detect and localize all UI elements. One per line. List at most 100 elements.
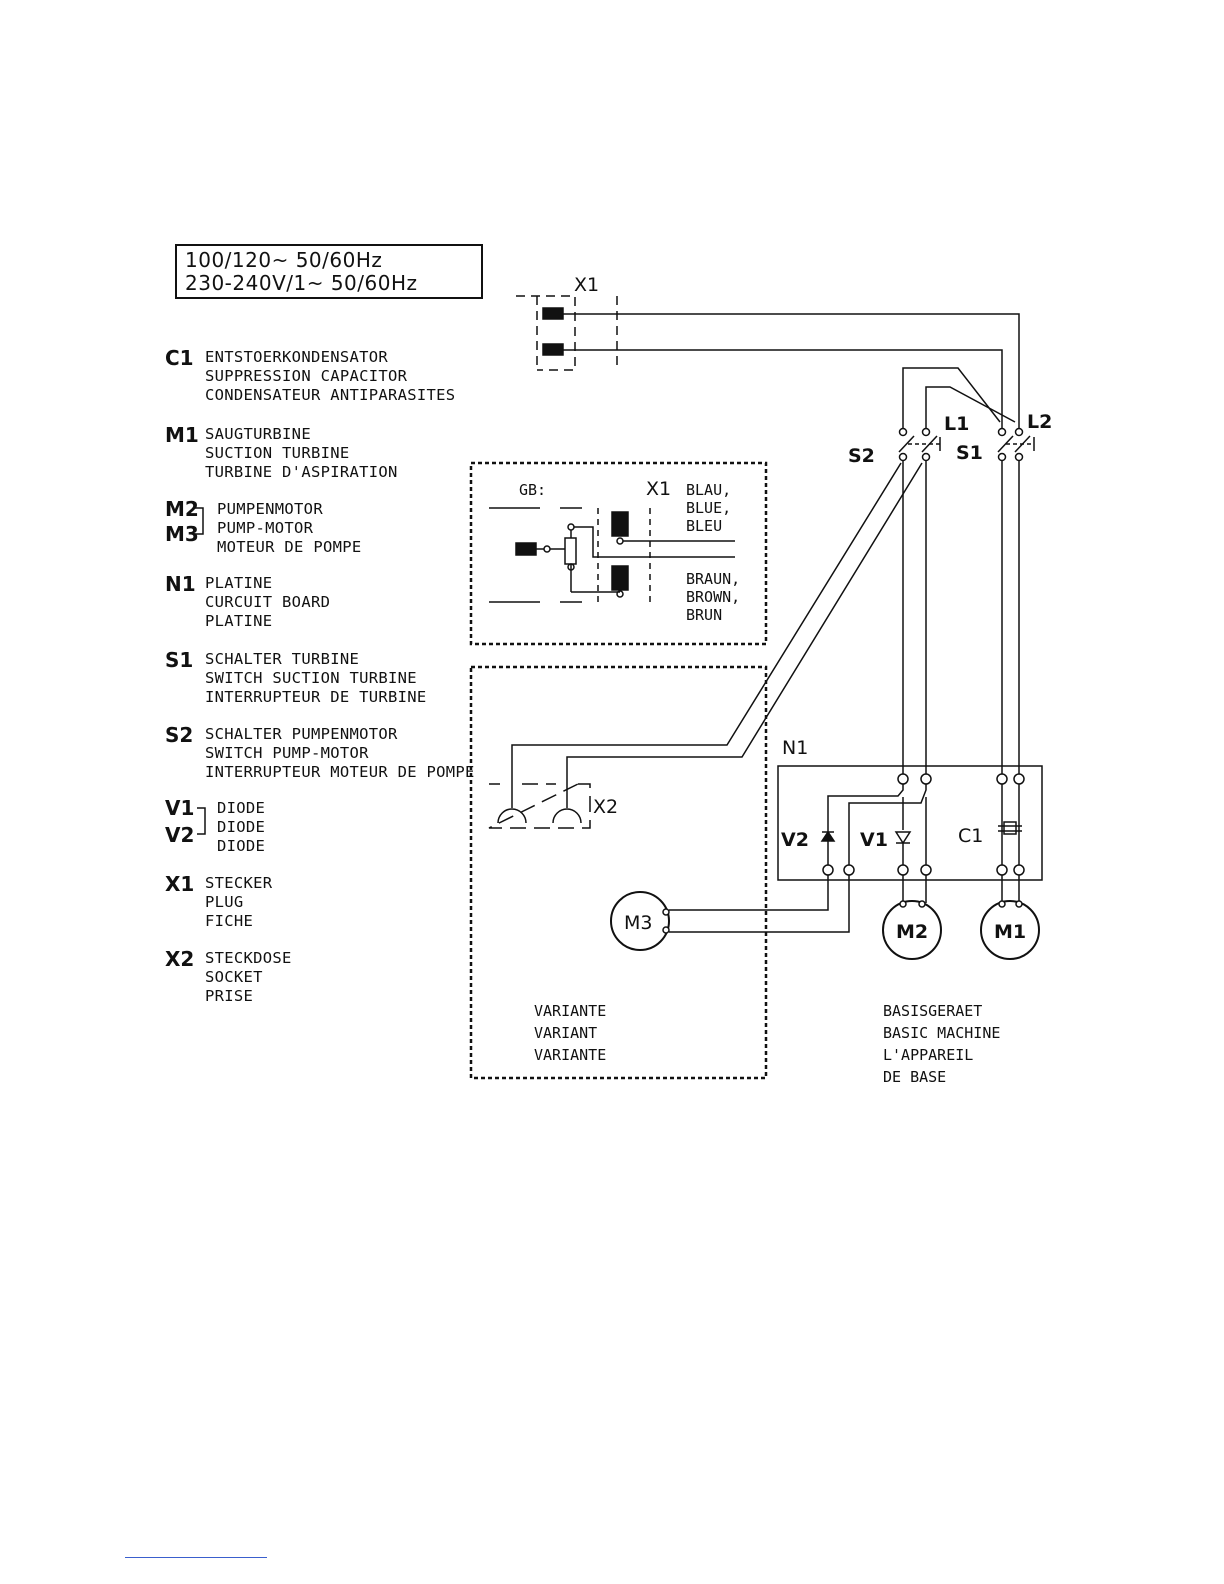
legend-line: SWITCH PUMP-MOTOR (205, 744, 369, 762)
plug-pin-1 (542, 307, 564, 320)
m3-wire-2 (669, 875, 850, 933)
legend-description: ENTSTOERKONDENSATOR SUPPRESSION CAPACITO… (205, 348, 455, 405)
plug-pin-2 (542, 343, 564, 356)
board-terminals-top (897, 773, 1025, 785)
basic-caption-4: DE BASE (883, 1068, 946, 1086)
legend-line: SCHALTER PUMPENMOTOR (205, 725, 398, 743)
legend-bracket (195, 507, 204, 535)
socket-wire-1 (511, 462, 902, 780)
legend-line: DIODE (217, 799, 266, 817)
legend-description: STECKER PLUG FICHE (205, 874, 272, 931)
variant-caption-2: VARIANT (534, 1024, 597, 1042)
basic-caption-2: BASIC MACHINE (883, 1024, 1000, 1042)
wire-brown-label-2: BROWN, (686, 588, 740, 606)
legend-description: SCHALTER PUMPENMOTOR SWITCH PUMP-MOTOR I… (205, 725, 475, 782)
wire-blue-label-2: BLUE, (686, 499, 731, 517)
switch-s2-label: S2 (848, 445, 875, 467)
gb-inset-wiring (489, 507, 735, 603)
wire-brown-label-3: BRUN (686, 606, 722, 624)
legend-bracket (197, 807, 206, 835)
legend-code: M2 (165, 497, 199, 521)
line-l2-label: L2 (1027, 411, 1052, 433)
mains-wire-1 (563, 313, 1020, 428)
legend-line: STECKDOSE (205, 949, 292, 967)
s2-feed-wire-2 (925, 386, 1016, 428)
gb-label: GB: (519, 481, 546, 499)
legend-line: DIODE (217, 818, 266, 836)
legend-line: CONDENSATEUR ANTIPARASITES (205, 386, 456, 404)
legend-line: STECKER (205, 874, 273, 892)
motor-m2 (882, 900, 942, 960)
capacitor-c1 (998, 821, 1022, 835)
legend-code: X1 (165, 872, 195, 896)
legend-line: PUMP-MOTOR (217, 519, 314, 537)
legend-code: S2 (165, 723, 194, 747)
legend-line: PLATINE (205, 612, 273, 630)
legend-code: C1 (165, 346, 194, 370)
legend-line: DIODE (217, 837, 266, 855)
motor-m2-label: M2 (896, 921, 928, 943)
legend-description: SAUGTURBINE SUCTION TURBINE TURBINE D'AS… (205, 425, 398, 482)
legend-line: SUCTION TURBINE (205, 444, 350, 462)
legend-line: ENTSTOERKONDENSATOR (205, 348, 389, 366)
supply-rating-line-2: 230-240V/1~ 50/60Hz (185, 271, 418, 295)
legend-line: PLATINE (205, 574, 273, 592)
legend-line: PLUG (205, 893, 244, 911)
variant-caption-3: VARIANTE (534, 1046, 606, 1064)
legend-code: S1 (165, 648, 194, 672)
capacitor-c1-label: C1 (958, 825, 983, 847)
legend-description: PLATINE CURCUIT BOARD PLATINE (205, 574, 330, 631)
legend-line: MOTEUR DE POMPE (217, 538, 362, 556)
legend-code: V1 (165, 796, 195, 820)
socket-x2 (488, 780, 591, 829)
basic-caption-3: L'APPAREIL (883, 1046, 973, 1064)
variant-box (469, 665, 768, 1080)
legend-line: PUMPENMOTOR (217, 500, 323, 518)
legend-line: SOCKET (205, 968, 263, 986)
mains-wire-2 (563, 349, 1003, 428)
gb-inset-box (469, 461, 768, 646)
plug-label: X1 (574, 274, 599, 296)
legend-line: PRISE (205, 987, 254, 1005)
footer-rule (125, 1557, 267, 1558)
socket-label: X2 (593, 796, 618, 818)
wire-blue-label-3: BLEU (686, 517, 722, 535)
board-terminals-bottom (822, 864, 1025, 876)
legend-code: V2 (165, 823, 195, 847)
basic-caption-1: BASISGERAET (883, 1002, 982, 1020)
legend-code: N1 (165, 572, 196, 596)
legend-code: X2 (165, 947, 195, 971)
diode-v1-label: V1 (860, 829, 888, 851)
legend-description: STECKDOSE SOCKET PRISE (205, 949, 292, 1006)
plug-x1-outline (516, 295, 618, 371)
board-label: N1 (782, 737, 808, 759)
motor-m1-label: M1 (994, 921, 1026, 943)
line-l1-label: L1 (944, 413, 969, 435)
supply-rating-box: 100/120~ 50/60Hz 230-240V/1~ 50/60Hz (175, 244, 483, 299)
legend-line: FICHE (205, 912, 254, 930)
variant-caption-1: VARIANTE (534, 1002, 606, 1020)
legend-code: M1 (165, 423, 199, 447)
diode-v2 (820, 830, 836, 865)
legend-description: PUMPENMOTOR PUMP-MOTOR MOTEUR DE POMPE (217, 500, 361, 557)
legend-line: INTERRUPTEUR DE TURBINE (205, 688, 427, 706)
legend-line: INTERRUPTEUR MOTEUR DE POMPE (205, 763, 475, 781)
legend-line: SWITCH SUCTION TURBINE (205, 669, 417, 687)
diode-v2-label: V2 (781, 829, 809, 851)
legend-description: SCHALTER TURBINE SWITCH SUCTION TURBINE … (205, 650, 427, 707)
diode-v1 (894, 831, 912, 865)
motor-m3-label: M3 (624, 912, 652, 934)
legend-line: SUPPRESSION CAPACITOR (205, 367, 408, 385)
gb-x1-label: X1 (646, 478, 671, 500)
motor-m3 (610, 891, 670, 951)
supply-rating-line-1: 100/120~ 50/60Hz (185, 248, 383, 272)
legend-description: DIODE DIODE DIODE (217, 799, 265, 856)
legend-line: TURBINE D'ASPIRATION (205, 463, 398, 481)
m3-wire-1 (669, 875, 829, 911)
legend-line: CURCUIT BOARD (205, 593, 331, 611)
switch-s1 (997, 427, 1035, 462)
motor-m1 (980, 900, 1040, 960)
legend-code: M3 (165, 522, 199, 546)
wire-brown-label-1: BRAUN, (686, 570, 740, 588)
